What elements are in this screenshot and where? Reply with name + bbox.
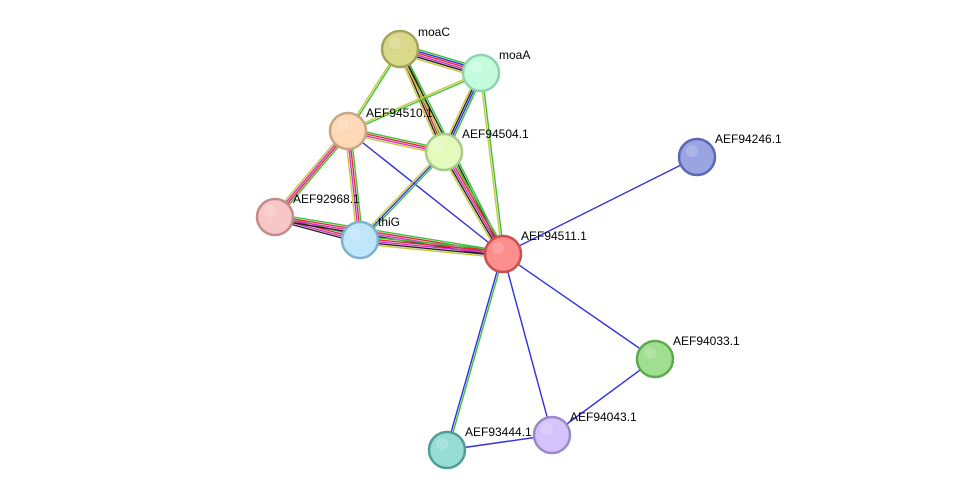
- node-label-moac: moaC: [418, 25, 450, 39]
- node-highlight: [389, 37, 401, 49]
- edge-aef94504-1-aef94511-1[interactable]: [440, 149, 507, 257]
- edge-line-green: [360, 235, 504, 251]
- node-moaa[interactable]: [461, 53, 501, 93]
- node-highlight: [436, 438, 448, 450]
- edge-aef94043-1-aef94033-1[interactable]: [551, 358, 656, 436]
- node-label-aef94511-1: AEF94511.1: [521, 229, 587, 243]
- edge-aef94511-1-aef94033-1[interactable]: [502, 253, 656, 360]
- node-thig[interactable]: [340, 220, 380, 260]
- node-aef94033-1[interactable]: [635, 339, 675, 379]
- edge-line-blue: [502, 253, 656, 360]
- node-highlight: [470, 61, 482, 73]
- edge-line-olive: [359, 243, 503, 259]
- node-label-aef94033-1: AEF94033.1: [673, 334, 740, 348]
- node-aef94246-1[interactable]: [677, 137, 717, 177]
- node-label-aef94043-1: AEF94043.1: [570, 410, 637, 424]
- edge-line-magenta: [443, 151, 504, 255]
- edge-line-blue: [359, 151, 445, 241]
- edge-moaa-aef94511-1[interactable]: [479, 72, 505, 255]
- node-highlight: [541, 423, 553, 435]
- node-label-aef94504-1: AEF94504.1: [462, 127, 529, 141]
- edge-line-blue: [502, 253, 553, 436]
- nodes-layer: [255, 29, 717, 470]
- edge-line-green: [275, 213, 504, 252]
- node-highlight: [337, 119, 349, 131]
- edge-line-black: [441, 152, 502, 256]
- edge-aef94511-1-aef93444-1[interactable]: [445, 253, 505, 451]
- edge-line-magenta: [359, 239, 504, 255]
- node-highlight: [492, 242, 504, 254]
- node-aef93444-1[interactable]: [427, 430, 467, 470]
- edge-moaa-aef94510-1[interactable]: [347, 71, 482, 133]
- node-aef94510-1[interactable]: [328, 111, 368, 151]
- node-label-moaa: moaA: [499, 48, 530, 62]
- node-label-aef94246-1: AEF94246.1: [715, 132, 782, 146]
- node-label-aef94510-1: AEF94510.1: [366, 106, 433, 120]
- edge-line-blue: [502, 156, 698, 255]
- edges-layer: [272, 43, 698, 451]
- node-label-thig: thiG: [378, 215, 400, 229]
- edge-aef94510-1-aef94511-1[interactable]: [347, 130, 504, 255]
- edge-aef94504-1-thig[interactable]: [358, 150, 446, 242]
- node-aef94511-1[interactable]: [483, 234, 523, 274]
- edge-aef94511-1-aef94246-1[interactable]: [502, 156, 698, 255]
- edge-line-green: [348, 73, 482, 133]
- edge-line-olive: [347, 71, 481, 131]
- edge-line-olive: [440, 153, 501, 257]
- edge-line-blue: [347, 130, 504, 255]
- node-highlight: [644, 347, 656, 359]
- node-highlight: [264, 205, 276, 217]
- node-moac[interactable]: [380, 29, 420, 69]
- edge-line-red: [360, 237, 504, 253]
- edge-line-blue: [551, 358, 656, 436]
- edge-line-green: [446, 149, 507, 253]
- edge-line-green: [481, 72, 505, 254]
- node-highlight: [349, 228, 361, 240]
- edge-line-blue: [445, 253, 503, 450]
- node-highlight: [686, 145, 698, 157]
- edge-line-black: [359, 241, 503, 257]
- node-highlight: [433, 140, 445, 152]
- node-label-aef92968-1: AEF92968.1: [293, 192, 360, 206]
- node-aef94043-1[interactable]: [532, 415, 572, 455]
- node-aef92968-1[interactable]: [255, 197, 295, 237]
- edge-line-olive: [358, 150, 444, 240]
- node-aef94504-1[interactable]: [424, 132, 464, 172]
- edge-aef94511-1-aef94043-1[interactable]: [502, 253, 553, 436]
- edge-line-green: [447, 254, 505, 451]
- edge-line-olive: [479, 73, 503, 255]
- edge-thig-aef94511-1[interactable]: [359, 235, 504, 259]
- edge-line-red: [445, 150, 506, 254]
- edge-line-green: [360, 152, 446, 242]
- node-label-aef93444-1: AEF93444.1: [465, 425, 532, 439]
